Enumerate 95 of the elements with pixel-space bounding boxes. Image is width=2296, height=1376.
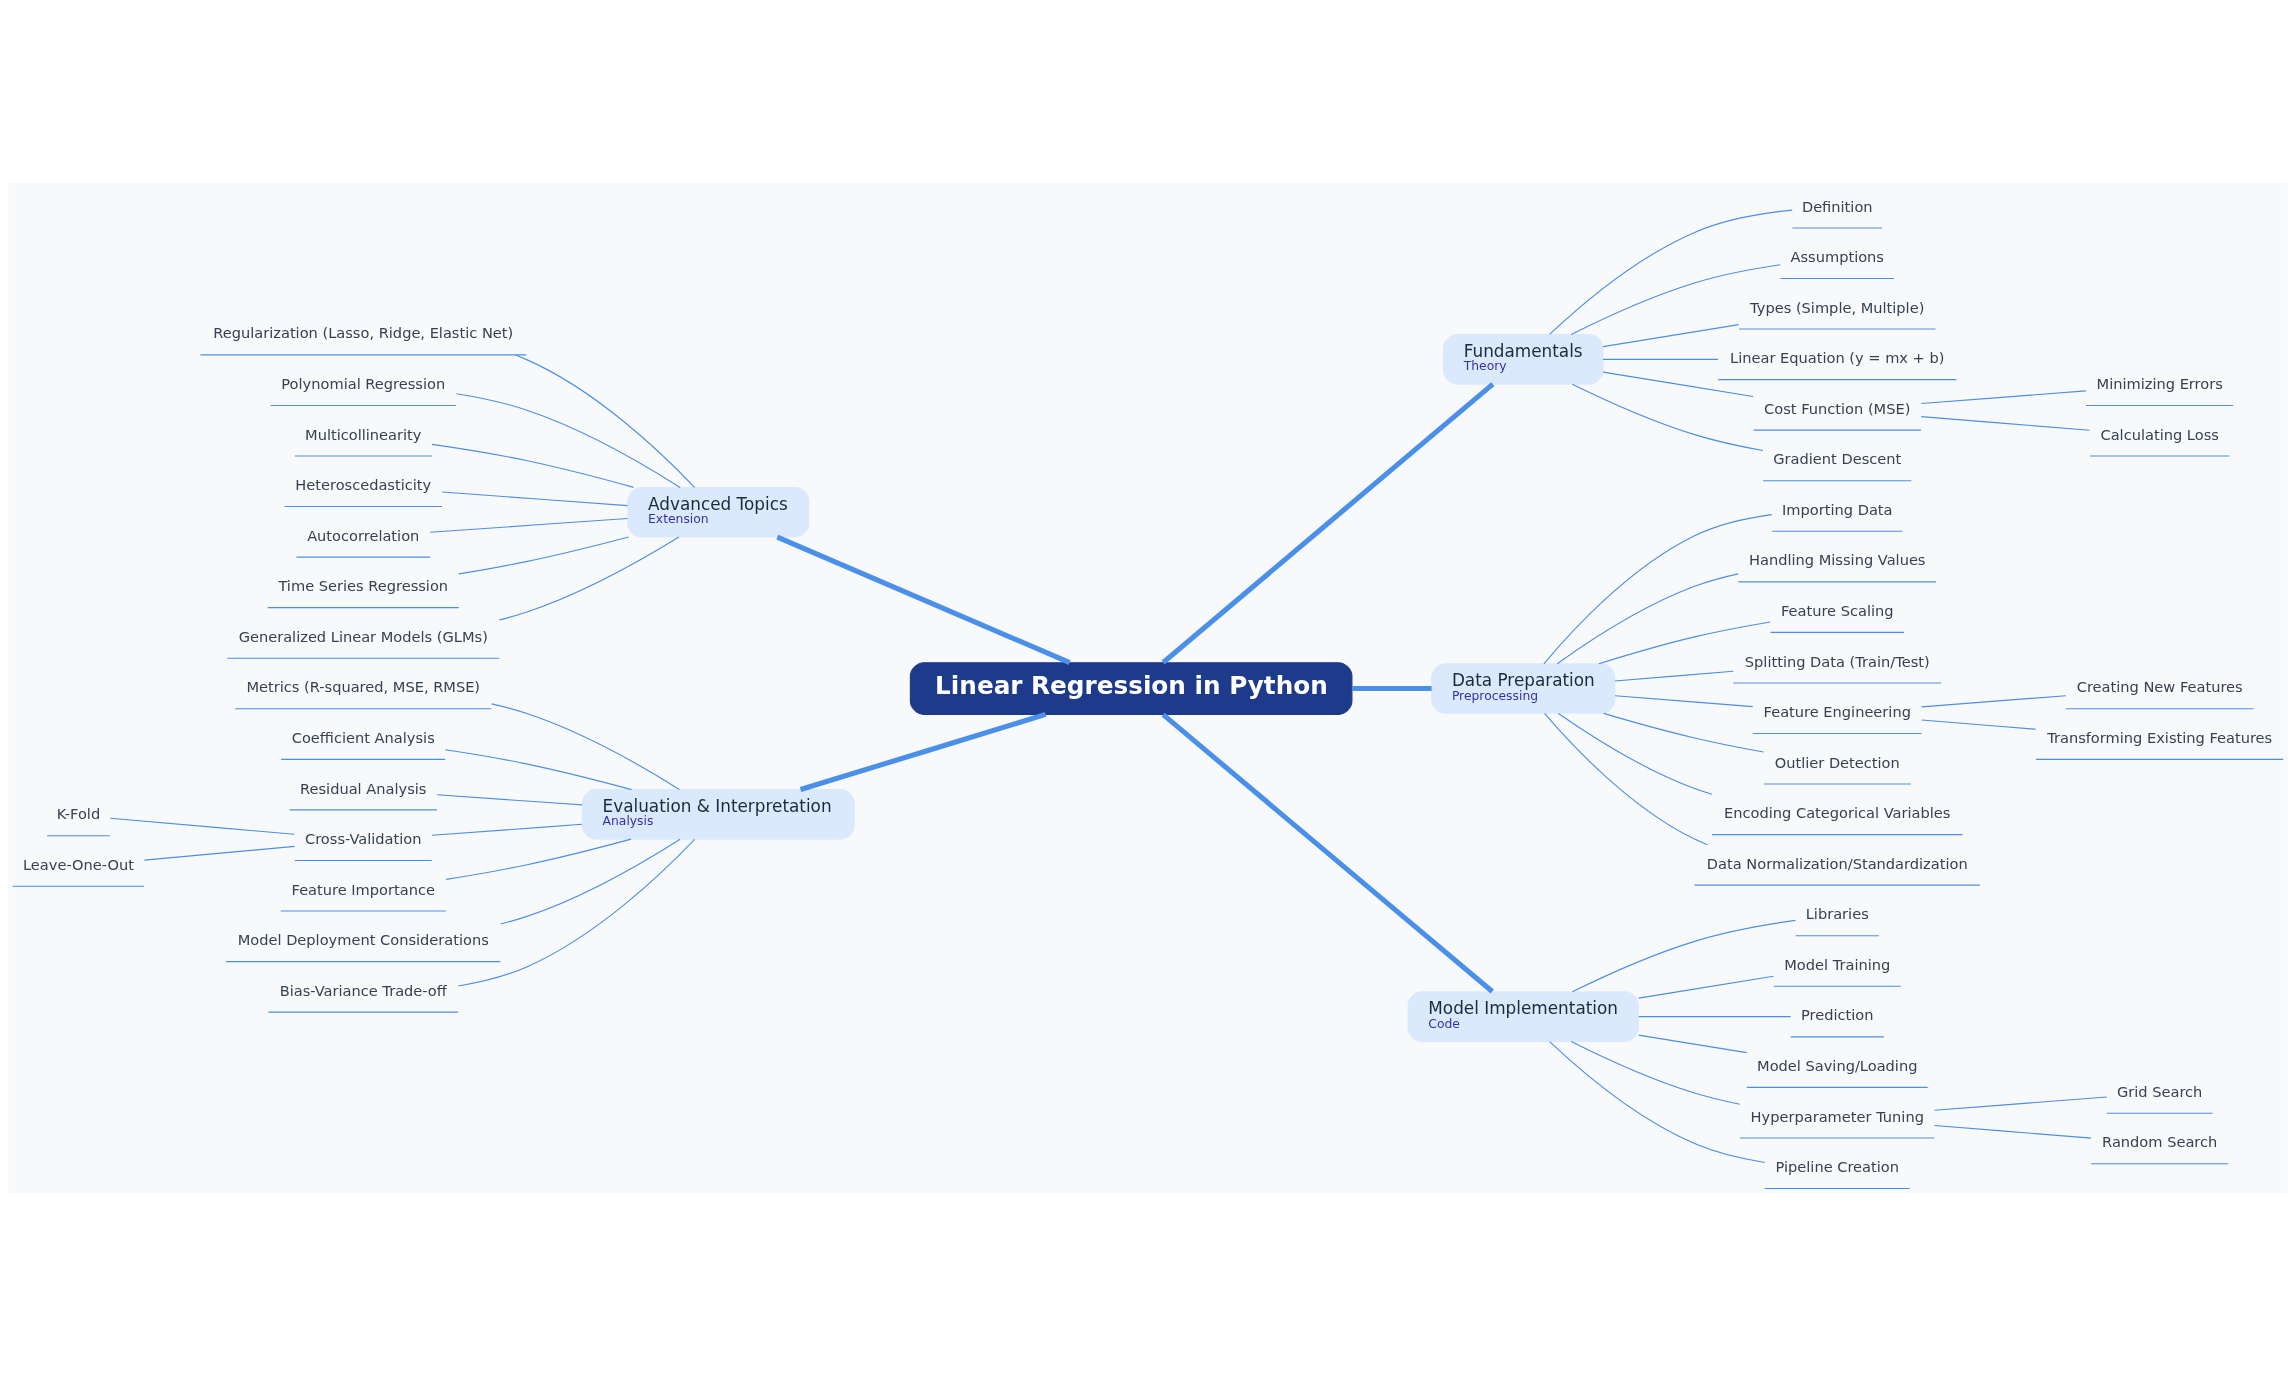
node-text: Grid Search [2116, 1082, 2203, 1100]
node-text: Autocorrelation [307, 526, 420, 544]
connector [431, 823, 583, 836]
node-box: Model Implementation Code [1407, 991, 1639, 1042]
connector [1557, 712, 1713, 795]
node-box: Fundamentals Theory [1442, 334, 1604, 385]
node-text: Libraries [1805, 905, 1869, 923]
connector [109, 817, 296, 835]
connector [500, 838, 681, 925]
node-text: Minimizing Errors [2096, 375, 2223, 393]
connector [1933, 1124, 2092, 1139]
connector [458, 536, 630, 575]
node-text: Multicollinearity [305, 425, 422, 443]
connector [1598, 621, 1771, 665]
connector [455, 393, 681, 488]
connector [491, 703, 680, 790]
node-text: Coefficient Analysis [291, 728, 435, 746]
node-text: Pipeline Creation [1775, 1158, 1899, 1176]
connector [1556, 573, 1739, 665]
node-text: Hyperparameter Tuning [1750, 1107, 1924, 1125]
node-text: Outlier Detection [1774, 753, 1900, 771]
connector [143, 845, 296, 861]
connector [445, 838, 632, 880]
node-box: Linear Regression in Python [909, 662, 1353, 715]
connector [1920, 416, 2091, 431]
connector [431, 443, 635, 488]
connector [1921, 719, 2037, 730]
connector [1602, 371, 1754, 398]
node-text: Heteroscedasticity [295, 476, 432, 494]
connector [1638, 1016, 1792, 1018]
connector [457, 838, 696, 987]
connector [1543, 514, 1773, 665]
connector [444, 749, 633, 791]
node-text: Assumptions [1790, 248, 1884, 266]
connector [1638, 1034, 1748, 1054]
connector [1570, 264, 1781, 336]
connector [498, 536, 680, 621]
connector [429, 517, 629, 533]
connector [1571, 383, 1764, 452]
node-box: Evaluation & Interpretation Analysis [581, 789, 855, 840]
node-text: Model Saving/Loading [1757, 1056, 1918, 1074]
node-text: Residual Analysis [300, 779, 427, 797]
connector [1602, 358, 1719, 360]
connector [441, 491, 629, 507]
node-text: Transforming Existing Features [2047, 728, 2273, 746]
node-text: Metrics (R-squared, MSE, RMSE) [246, 678, 481, 696]
connector [514, 354, 696, 488]
node-text: Model Training [1784, 955, 1891, 973]
connector [1352, 686, 1432, 692]
connector [1161, 382, 1495, 665]
node-text: Data Normalization/Standardization [1706, 854, 1968, 872]
connector [776, 534, 1071, 665]
connector [1161, 712, 1494, 994]
node-text: Random Search [2102, 1133, 2218, 1151]
node-text: Feature Importance [291, 880, 435, 898]
node-text: Definition [1801, 197, 1873, 215]
connector [1603, 712, 1764, 753]
node-text: Splitting Data (Train/Test) [1744, 652, 1930, 670]
node-text: Leave-One-Out [22, 855, 134, 873]
node-text: Linear Equation (y = mx + b) [1730, 349, 1945, 367]
node-text: Creating New Features [2076, 678, 2243, 696]
connector [1614, 670, 1734, 682]
node-text: Regularization (Lasso, Ridge, Elastic Net) [213, 324, 514, 342]
node-text: Feature Engineering [1763, 703, 1911, 721]
connector [1933, 1096, 2108, 1111]
node-text: Importing Data [1782, 500, 1893, 518]
node-text: Polynomial Regression [281, 375, 446, 393]
connector [1549, 209, 1793, 335]
node-text: Types (Simple, Multiple) [1750, 298, 1925, 316]
connector [1614, 695, 1754, 708]
node-text: Encoding Categorical Variables [1724, 804, 1951, 822]
node-box: Advanced Topics Extension [627, 486, 810, 538]
connector [1571, 919, 1797, 993]
node-text: Generalized Linear Models (GLMs) [238, 627, 488, 645]
node-text: Handling Missing Values [1749, 551, 1926, 569]
node-text: Calculating Loss [2100, 425, 2219, 443]
node-text: K-Fold [56, 805, 101, 823]
connector [436, 794, 583, 806]
node-text: Prediction [1801, 1006, 1874, 1024]
connector [1638, 975, 1774, 999]
node-text: Time Series Regression [278, 577, 449, 595]
node-text: Model Deployment Considerations [237, 931, 489, 949]
node-text: Bias-Variance Trade-off [279, 981, 447, 999]
node-text: Cross-Validation [305, 830, 422, 848]
node-text: Gradient Descent [1773, 450, 1902, 468]
connector [1549, 1041, 1766, 1163]
node-box: Data Preparation Preprocessing [1431, 663, 1616, 714]
node-text: Cost Function (MSE) [1764, 399, 1911, 417]
connector [1602, 324, 1740, 348]
connector [1921, 695, 2067, 708]
connector [1544, 712, 1708, 846]
connector [799, 712, 1047, 792]
node-text: Feature Scaling [1780, 601, 1894, 619]
connector [1570, 1040, 1741, 1105]
connector [1920, 390, 2087, 405]
